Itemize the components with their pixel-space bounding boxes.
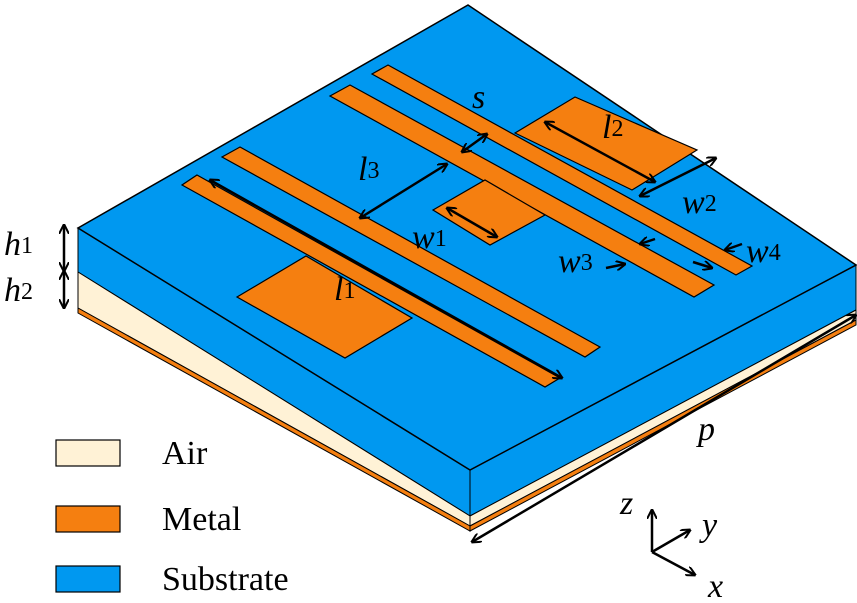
label-w4: w4: [746, 233, 781, 270]
label-h1: h1: [4, 226, 33, 263]
substrate-top-face: [76, 4, 857, 471]
legend-swatch-substrate: [55, 565, 121, 593]
dim-w3b: [640, 239, 656, 244]
legend-swatch-metal: [55, 505, 121, 533]
legend-label-air: Air: [162, 435, 208, 472]
label-l1: l1: [334, 271, 355, 308]
axis-y-label: y: [699, 507, 718, 544]
dim-w4: [692, 262, 712, 268]
axis-y-line: [651, 530, 690, 554]
label-w2: w2: [682, 184, 717, 221]
dim-w2: [640, 158, 716, 196]
legend-swatch-air: [55, 439, 121, 467]
label-h2: h2: [4, 272, 33, 309]
label-l2: l2: [602, 109, 623, 146]
dimension-labels: h1 h2 s l2 l3 w2 w1 w3 w4 l1 p: [4, 79, 781, 448]
legend: Air Metal Substrate: [55, 435, 289, 598]
label-w1: w1: [412, 219, 447, 256]
label-p: p: [696, 411, 715, 448]
axes-indicator: z y x: [619, 485, 723, 603]
dim-l2: [545, 122, 655, 182]
dim-w3: [605, 264, 625, 268]
axis-x-label: x: [707, 568, 723, 603]
axis-x-line: [651, 550, 695, 575]
dim-s: [462, 134, 487, 152]
label-s: s: [472, 79, 485, 116]
axis-z-label: z: [619, 485, 633, 522]
legend-label-substrate: Substrate: [162, 561, 289, 598]
legend-label-metal: Metal: [162, 501, 241, 538]
label-w3: w3: [558, 243, 593, 280]
dim-w4b: [725, 244, 743, 250]
dimension-lines: [64, 122, 856, 542]
label-l3: l3: [358, 151, 379, 188]
dim-p: [472, 315, 856, 542]
